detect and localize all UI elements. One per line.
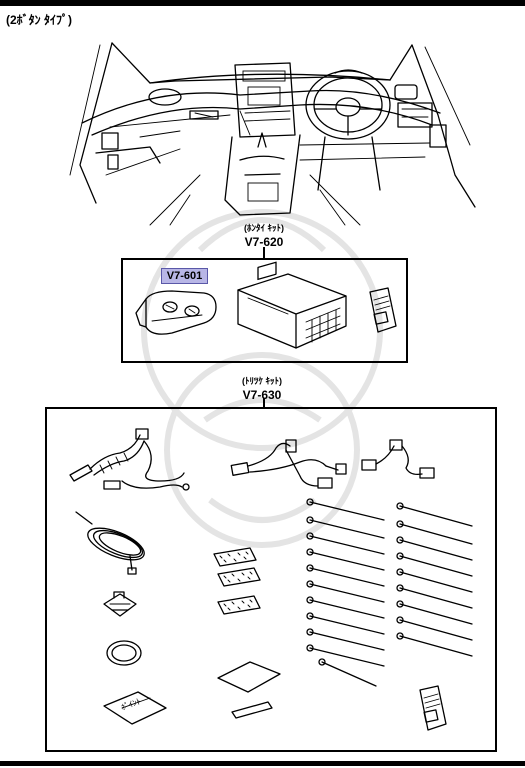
foam-pad-icon — [217, 595, 261, 615]
install-kit-label: (ﾄﾘﾂｹ ｷｯﾄ) V7-630 — [212, 376, 312, 402]
manual-booklet-icon — [369, 287, 397, 333]
bottom-rule — [0, 761, 525, 766]
remote-key-icon — [135, 290, 217, 335]
install-kit-leader — [263, 398, 265, 408]
cable-coil-icon — [75, 511, 145, 575]
button-type-label: (2ﾎﾞﾀﾝ ﾀｲﾌﾟ) — [6, 13, 73, 27]
main-kit-label: (ﾎﾝﾀｲ ｷｯﾄ) V7-620 — [214, 223, 314, 249]
remote-code-tag: V7-601 — [161, 268, 208, 284]
foam-pad-icon — [217, 567, 261, 587]
cable-tie-icon — [396, 502, 473, 657]
harness-icon — [69, 428, 190, 491]
install-kit-box — [45, 407, 497, 752]
ring-icon — [106, 640, 142, 666]
main-kit-box — [121, 258, 408, 363]
mount-base-icon — [103, 591, 137, 617]
plate-icon — [217, 661, 281, 693]
main-kit-code: V7-620 — [244, 235, 284, 249]
foam-pad-icon — [213, 547, 257, 567]
install-kit-code: V7-630 — [242, 388, 282, 402]
harness-icon — [230, 439, 347, 489]
install-kit-kana: (ﾄﾘﾂｹ ｷｯﾄ) — [242, 376, 282, 386]
main-kit-kana: (ﾎﾝﾀｲ ｷｯﾄ) — [244, 223, 284, 233]
cable-tie-icon — [318, 658, 377, 687]
control-unit-icon — [237, 261, 347, 349]
cable-tie-icon — [306, 498, 385, 667]
top-rule — [0, 0, 525, 6]
harness-icon — [361, 439, 435, 479]
card-icon — [103, 691, 167, 725]
main-kit-leader — [263, 247, 265, 259]
strip-icon — [231, 701, 273, 719]
manual-booklet-icon — [419, 685, 447, 731]
car-interior-illustration — [69, 42, 476, 226]
